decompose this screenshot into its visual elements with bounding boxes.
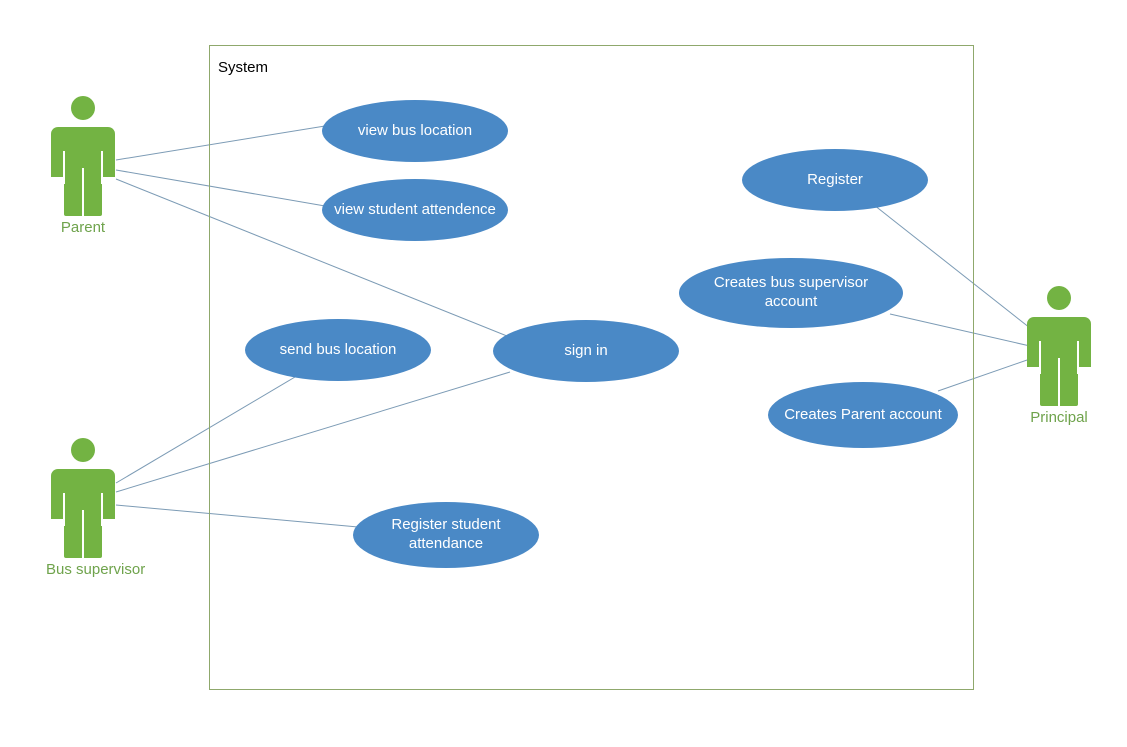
use-case-label: Register xyxy=(807,170,863,188)
actor-head-shape xyxy=(71,96,95,120)
actor-right-arm-gap xyxy=(101,493,103,526)
system-boundary-box xyxy=(209,45,974,690)
use-case-label: Creates Parent account xyxy=(784,405,942,423)
actor-left-arm-gap xyxy=(63,493,65,526)
actor-figure-icon xyxy=(46,438,120,558)
use-case-creates-bus-supervisor-account[interactable]: Creates bus supervisor account xyxy=(679,258,903,328)
actor-label-parent: Parent xyxy=(60,219,106,236)
use-case-send-bus-location[interactable]: send bus location xyxy=(245,319,431,381)
use-case-label: view bus location xyxy=(357,121,473,139)
use-case-creates-parent-account[interactable]: Creates Parent account xyxy=(768,382,958,448)
use-case-view-student-attendence[interactable]: view student attendence xyxy=(322,179,508,241)
actor-principal[interactable]: Principal xyxy=(1022,286,1096,425)
actor-figure-icon xyxy=(1022,286,1096,406)
actor-right-arm-gap xyxy=(101,151,103,184)
actor-leg-gap xyxy=(82,510,84,558)
actor-label-bus-supervisor: Bus supervisor xyxy=(46,561,146,578)
actor-left-arm-gap xyxy=(1039,341,1041,374)
use-case-view-bus-location[interactable]: view bus location xyxy=(322,100,508,162)
actor-right-arm-gap xyxy=(1077,341,1079,374)
actor-figure-icon xyxy=(46,96,120,216)
actor-leg-gap xyxy=(1058,358,1060,406)
actor-leg-gap xyxy=(82,168,84,216)
use-case-label: send bus location xyxy=(279,340,397,358)
system-boundary-label: System xyxy=(218,59,269,76)
use-case-label: sign in xyxy=(564,341,608,359)
actor-head-shape xyxy=(1047,286,1071,310)
use-case-label: Creates bus supervisor account xyxy=(713,274,869,310)
use-case-label: view student attendence xyxy=(334,200,496,218)
actor-left-arm-gap xyxy=(63,151,65,184)
actor-head-shape xyxy=(71,438,95,462)
actor-parent[interactable]: Parent xyxy=(46,96,120,235)
use-case-register-student-attendance[interactable]: Register student attendance xyxy=(353,502,539,568)
use-case-label: Register student attendance xyxy=(391,516,501,552)
use-case-register[interactable]: Register xyxy=(742,149,928,211)
use-case-sign-in[interactable]: sign in xyxy=(493,320,679,382)
actor-bus-supervisor[interactable]: Bus supervisor xyxy=(46,438,145,577)
actor-label-principal: Principal xyxy=(1030,409,1088,426)
